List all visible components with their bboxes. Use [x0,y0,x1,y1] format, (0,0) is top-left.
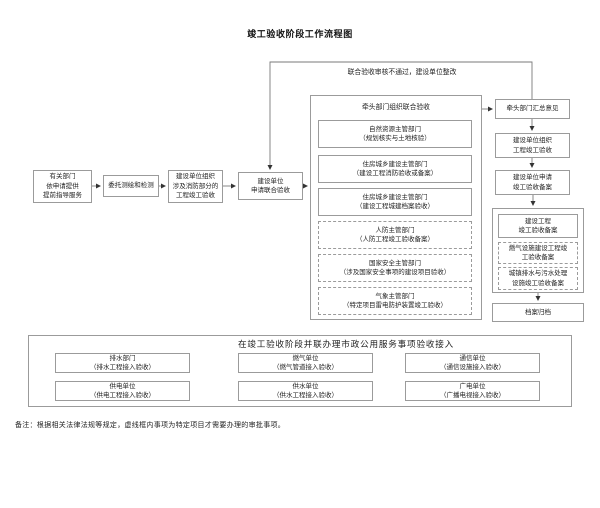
feedback-label: 联合验收审核不通过，建设单位整改 [347,69,457,76]
flow-box-archive: 档案归档 [492,303,584,322]
flow-box-summarize-opinions: 牵头部门汇总意见 [495,99,570,119]
flow-box-housing-fire: 住房城乡建设主管部门 （建设工程消防验收或备案） [318,155,472,183]
box-dept: 供电单位 [109,382,136,390]
flow-box-organize-completion: 建设单位组织 工程竣工验收 [495,133,570,158]
box-detail: （燃气管道接入验收） [273,364,338,371]
box-dept: 国家安全主管部门 [369,259,421,267]
box-line: 依申请提供 [46,182,79,190]
box-line: 牵头部门汇总意见 [506,105,559,113]
box-detail: （涉及国家安全事项的建设项目验收） [339,269,451,276]
box-detail: （规划核实与土地核验） [359,135,431,142]
flow-box-natural-resources: 自然资源主管部门 （规划核实与土地核验） [318,120,472,148]
box-line: 建设单位申请 [513,174,552,182]
box-detail: （人防工程竣工验收备案） [356,236,434,243]
flow-box-meteorological: 气象主管部门 （特定项目雷电防护装置竣工验收） [318,287,472,315]
box-dept: 自然资源主管部门 [369,125,421,133]
box-detail: （特定项目雷电防护装置竣工验收） [343,302,447,309]
flow-box-survey-testing: 委托测绘和检测 [103,175,159,197]
box-line: 工程竣工验收 [513,146,552,154]
box-dept: 通信单位 [459,354,486,362]
box-line: 委托测绘和检测 [108,182,154,190]
box-dept: 排水部门 [109,354,136,362]
page-title: 竣工验收阶段工作流程图 [247,29,353,39]
box-line: 设施竣工验收备案 [512,279,564,287]
flow-box-drainage-dept: 排水部门 （排水工程接入验收） [55,353,190,373]
box-detail: （供电工程接入验收） [90,392,155,399]
box-detail: （建设工程消防验收或备案） [352,170,438,177]
joint-acceptance-label: 牵头部门组织联合验收 [362,104,430,111]
flow-box-housing-archives: 住房城乡建设主管部门 （建设工程城建档案验收） [318,188,472,216]
box-line: 建设单位组织 [513,137,552,145]
footnote: 备注：根据相关法律法规等规定，虚线框内事项为特定项目才需要办理的审批事项。 [15,422,286,429]
flow-box-completion-filing: 建设工程 竣工验收备案 [498,214,578,238]
box-dept: 气象主管部门 [375,292,415,300]
box-detail: （供水工程接入验收） [273,392,338,399]
flow-box-national-security: 国家安全主管部门 （涉及国家安全事项的建设项目验收） [318,254,472,282]
box-dept: 人防主管部门 [375,226,415,234]
box-detail: （广播电视接入验收） [440,392,505,399]
box-line: 燃气设施建设工程竣 [508,244,568,252]
box-dept: 广电单位 [459,382,486,390]
flow-box-drainage-filing: 城镇排水与污水处理 设施竣工验收备案 [498,267,578,290]
box-detail: （排水工程接入验收） [90,364,155,371]
box-detail: （建设工程城建档案验收） [356,203,434,210]
box-line: 申请联合验收 [251,187,290,194]
flow-box-telecom-unit: 通信单位 （通信设施接入验收） [405,353,540,373]
flow-box-broadcast-unit: 广电单位 （广播电视接入验收） [405,381,540,401]
flow-box-fire-part-acceptance: 建设单位组织 涉及消防部分的 工程竣工验收 [168,170,223,203]
box-dept: 供水单位 [292,382,319,390]
box-line: 竣工验收备案 [513,183,552,191]
box-dept: 住房城乡建设主管部门 [362,193,428,201]
box-line: 工验收备案 [521,254,555,261]
flow-box-power-unit: 供电单位 （供电工程接入验收） [55,381,190,401]
box-dept: 住房城乡建设主管部门 [362,160,428,168]
box-line: 涉及消防部分的 [172,182,219,190]
flow-box-civil-air-defense: 人防主管部门 （人防工程竣工验收备案） [318,221,472,249]
box-line: 建设单位 [257,177,284,185]
flow-box-gas-filing: 燃气设施建设工程竣 工验收备案 [498,242,578,264]
box-line: 城镇排水与污水处理 [508,270,568,278]
flow-box-apply-filing: 建设单位申请 竣工验收备案 [495,170,570,195]
box-dept: 燃气单位 [292,354,319,362]
flow-box-gas-unit: 燃气单位 （燃气管道接入验收） [238,353,373,373]
flow-box-apply-joint-acceptance: 建设单位 申请联合验收 [238,172,303,200]
box-line: 提前指导服务 [43,192,82,200]
box-line: 工程竣工验收 [176,192,215,200]
box-detail: （通信设施接入验收） [440,364,505,371]
box-line: 有关部门 [49,173,76,181]
flow-box-water-unit: 供水单位 （供水工程接入验收） [238,381,373,401]
box-line: 建设工程 [525,217,551,225]
parallel-section-title: 在竣工验收阶段并联办理市政公用服务事项验收接入 [237,339,455,349]
box-line: 档案归档 [525,308,551,316]
flow-box-guidance-service: 有关部门 依申请提供 提前指导服务 [33,170,92,203]
box-line: 竣工验收备案 [518,227,558,234]
box-line: 建设单位组织 [176,173,215,181]
